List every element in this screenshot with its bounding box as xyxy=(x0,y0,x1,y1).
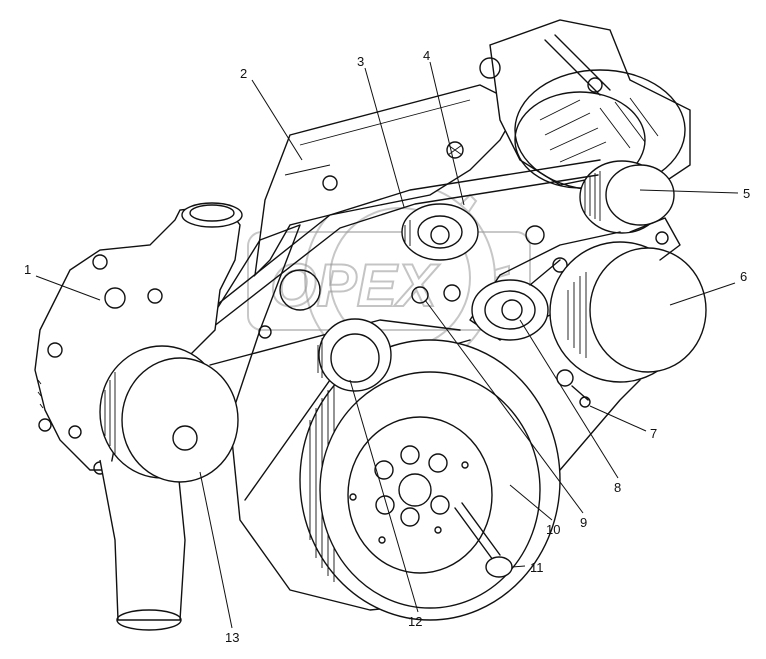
watermark-text: OPEX xyxy=(270,252,441,319)
part-water-pump-pulley xyxy=(99,345,239,483)
leader-10 xyxy=(509,484,553,521)
callout-1: 1 xyxy=(24,262,31,277)
callout-8: 8 xyxy=(614,480,621,495)
part-alternator xyxy=(479,19,691,245)
leader-11 xyxy=(511,565,526,568)
watermark: OPEX xyxy=(247,163,531,374)
leader-6 xyxy=(669,282,736,306)
leader-5 xyxy=(639,189,739,194)
part-compressor-pulley xyxy=(549,217,707,383)
part-idler-pulley xyxy=(401,203,479,261)
callout-11: 11 xyxy=(530,560,544,575)
callout-13: 13 xyxy=(225,630,239,645)
callout-6: 6 xyxy=(740,269,747,284)
leader-1 xyxy=(35,275,101,301)
part-water-pump-housing xyxy=(34,202,243,475)
callout-9: 9 xyxy=(580,515,587,530)
part-tensioner-pulley xyxy=(471,257,568,341)
callout-3: 3 xyxy=(357,54,364,69)
part-alternator-pulley xyxy=(579,160,675,234)
leader-8 xyxy=(519,319,619,479)
callout-12: 12 xyxy=(408,614,422,629)
part-bracket xyxy=(254,84,521,277)
part-long-bolt xyxy=(454,502,513,578)
callout-10: 10 xyxy=(546,522,560,537)
callout-2: 2 xyxy=(240,66,247,81)
leader-13 xyxy=(199,471,233,629)
leader-4 xyxy=(429,61,465,206)
leader-2 xyxy=(251,79,303,161)
leader-9 xyxy=(424,299,584,514)
leader-7 xyxy=(589,405,647,432)
callout-5: 5 xyxy=(743,186,750,201)
callout-4: 4 xyxy=(423,48,430,63)
part-idler-small xyxy=(317,318,392,392)
leader-12 xyxy=(349,379,419,613)
part-crankshaft-pulley xyxy=(299,339,561,621)
callout-labels: 1 2 3 4 5 6 7 8 9 10 11 12 13 xyxy=(24,48,750,645)
part-bolt-washer xyxy=(556,369,591,408)
leader-3 xyxy=(364,67,405,208)
leader-lines xyxy=(35,61,739,629)
callout-7: 7 xyxy=(650,426,657,441)
part-outlet-hose xyxy=(99,459,186,631)
